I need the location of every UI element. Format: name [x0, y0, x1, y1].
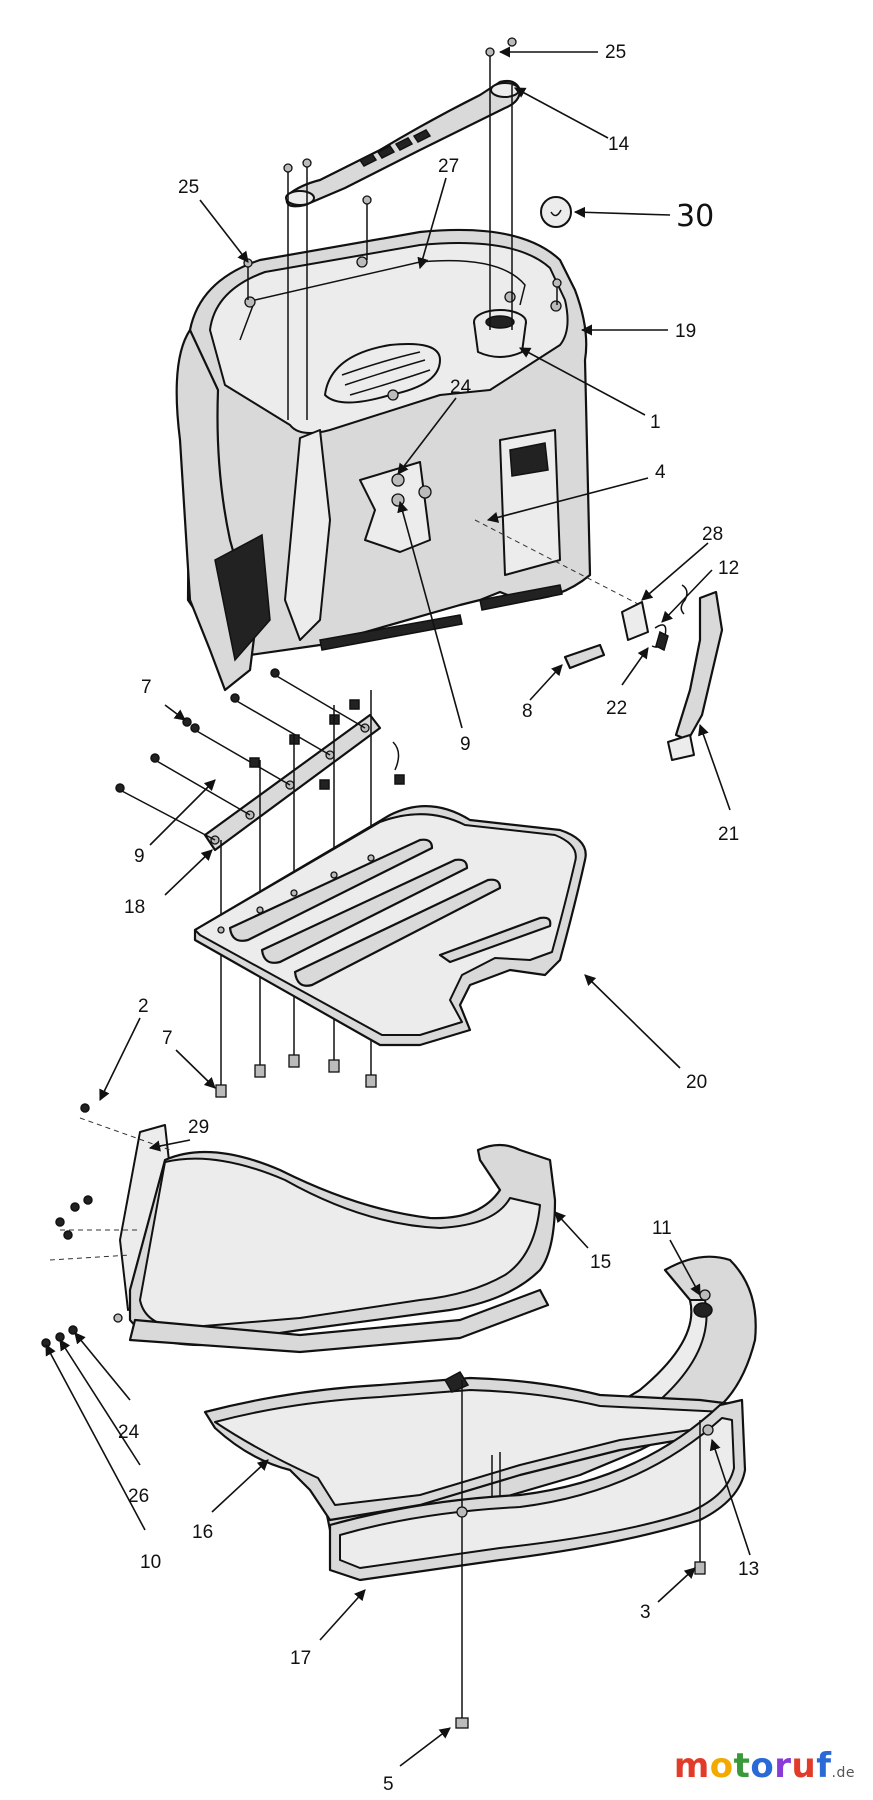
patch-hardware	[391, 473, 432, 507]
brand-logo: motoruf.de	[674, 1746, 855, 1786]
callout-13: 13	[738, 1559, 759, 1580]
callout-24: 24	[118, 1422, 140, 1443]
callout-25: 25	[605, 42, 626, 63]
callout-15: 15	[590, 1252, 611, 1273]
callout-3: 3	[640, 1602, 651, 1623]
callout-labels: 25 14 25 27 30 19 24 1 4 28 12 9 8 22 21…	[118, 42, 759, 1795]
callout-18: 18	[124, 897, 145, 918]
logo-wordmark: motoruf	[674, 1746, 832, 1786]
callout-19: 19	[675, 321, 696, 342]
callout-25: 25	[178, 177, 199, 198]
logo-letter: o	[709, 1746, 734, 1786]
callout-9: 9	[460, 734, 471, 755]
callout-29: 29	[188, 1117, 209, 1138]
callout-8: 8	[522, 701, 533, 722]
deflector	[203, 1371, 742, 1522]
callout-14: 14	[608, 134, 630, 155]
logo-letter: t	[733, 1746, 751, 1786]
latch-assembly	[474, 519, 724, 761]
logo-letter: r	[774, 1746, 792, 1786]
logo-letter: o	[750, 1746, 775, 1786]
leader-lines	[45, 46, 751, 1767]
callout-4: 4	[655, 462, 666, 483]
callout-24: 24	[450, 377, 472, 398]
logo-suffix: .de	[831, 1765, 855, 1781]
callout-28: 28	[702, 524, 723, 545]
callout-27: 27	[438, 156, 459, 177]
callout-1: 1	[650, 412, 661, 433]
lower-housing	[328, 1380, 747, 1729]
callout-7: 7	[162, 1028, 173, 1049]
carry-handle	[285, 79, 522, 208]
callout-17: 17	[290, 1648, 311, 1669]
handle-bolt-lines	[243, 37, 562, 420]
logo-letter: u	[791, 1746, 817, 1786]
callout-2: 2	[138, 996, 149, 1017]
hopper-housing	[175, 228, 592, 692]
callout-30: 30	[676, 199, 714, 234]
callout-11: 11	[652, 1218, 672, 1239]
rear-shell	[128, 1143, 557, 1354]
callout-21: 21	[718, 824, 739, 845]
callout-10: 10	[140, 1552, 161, 1573]
callout-5: 5	[383, 1774, 394, 1795]
callout-7: 7	[141, 677, 152, 698]
plate-bolts	[215, 1054, 377, 1098]
callout-20: 20	[686, 1072, 707, 1093]
logo-letter: f	[816, 1746, 832, 1786]
callout-22: 22	[606, 698, 627, 719]
floor-plate	[193, 805, 587, 1047]
callout-12: 12	[718, 558, 739, 579]
fuel-cap	[540, 196, 572, 228]
callout-26: 26	[128, 1486, 149, 1507]
callout-16: 16	[192, 1522, 213, 1543]
logo-letter: m	[673, 1746, 710, 1786]
callout-9: 9	[134, 846, 145, 867]
